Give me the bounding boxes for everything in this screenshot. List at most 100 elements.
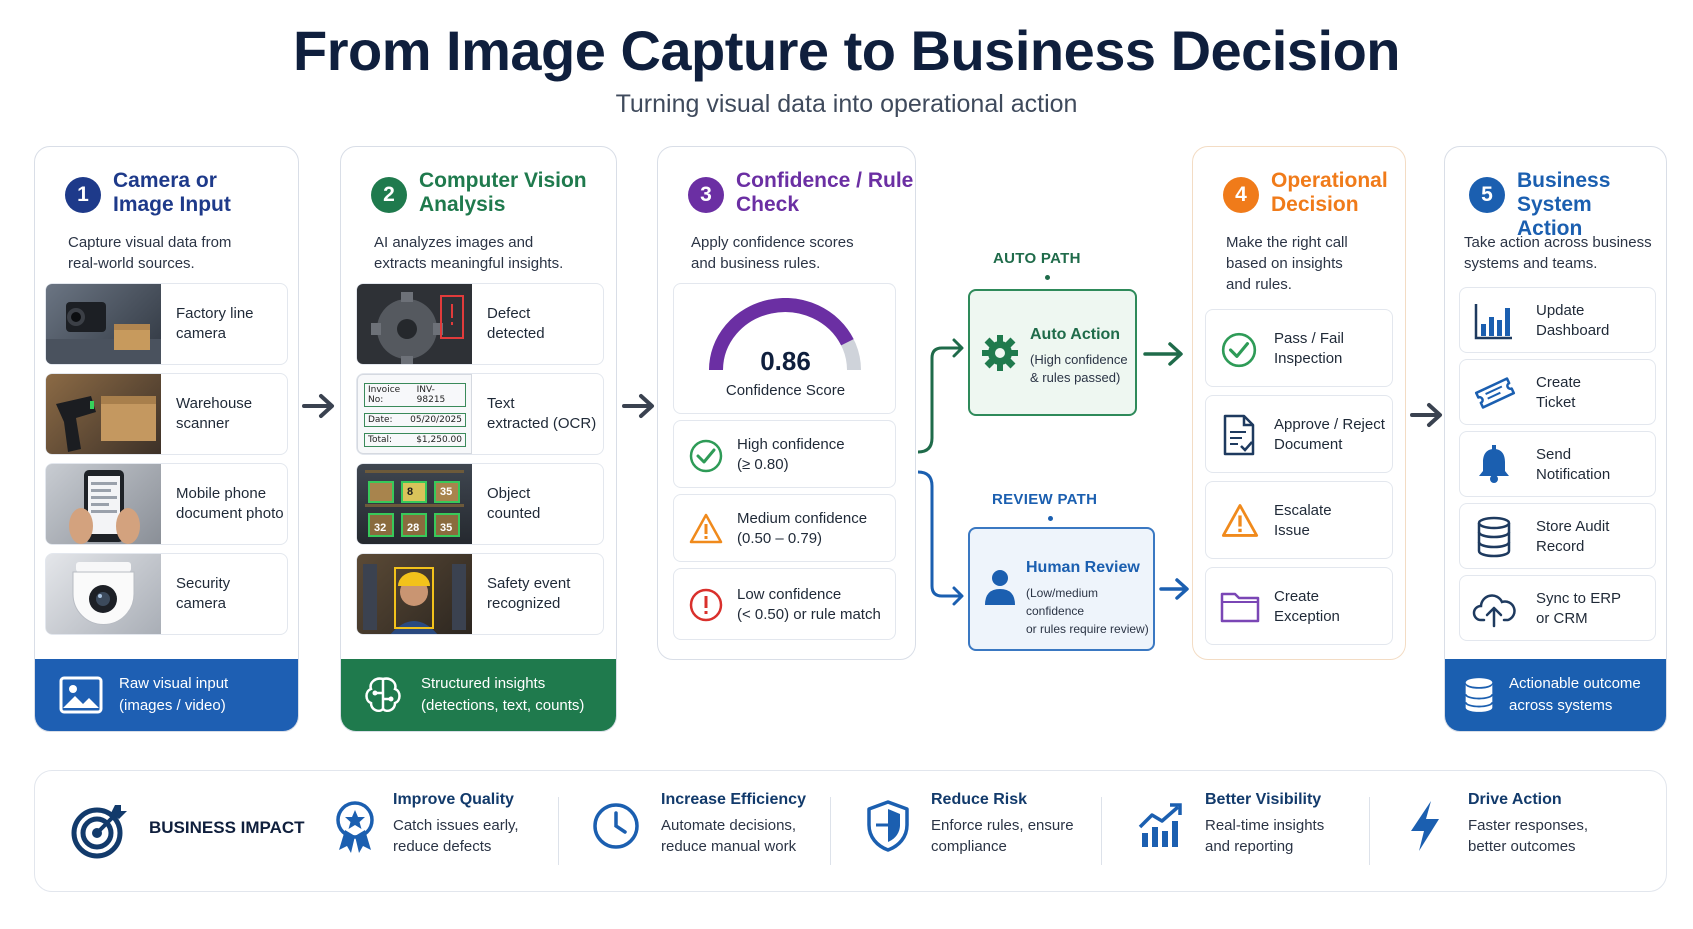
pass-fail-label: Pass / Fail Inspection bbox=[1274, 330, 1345, 367]
input-warehouse-scanner[interactable]: Warehouse scanner bbox=[45, 373, 288, 455]
step4-header: 4 Operational Decision bbox=[1223, 169, 1388, 217]
decision-escalate[interactable]: Escalate Issue bbox=[1205, 481, 1393, 559]
person-icon bbox=[985, 570, 1015, 605]
page-subtitle: Turning visual data into operational act… bbox=[615, 90, 1078, 118]
step4-title: Operational Decision bbox=[1271, 169, 1388, 216]
ocr-invoice-key: Invoice No: bbox=[368, 385, 401, 405]
count-badge: 35 bbox=[440, 486, 453, 498]
ocr-document: Invoice No:INV-98215 Date:05/20/2025 Tot… bbox=[357, 374, 472, 454]
error-circle-icon bbox=[689, 588, 723, 622]
impact-risk: Reduce Risk Enforce rules, ensure compli… bbox=[931, 791, 1074, 857]
action-store-audit[interactable]: Store Audit Record bbox=[1459, 503, 1656, 569]
impact-efficiency-title: Increase Efficiency bbox=[661, 791, 806, 808]
step1-banner-text: Raw visual input (images / video) bbox=[119, 675, 229, 714]
mobile-photo-image bbox=[46, 464, 161, 544]
input-security-camera[interactable]: Security camera bbox=[45, 553, 288, 635]
step1-description: Capture visual data from real-world sour… bbox=[68, 234, 232, 272]
image-icon bbox=[59, 676, 103, 714]
step1-number: 1 bbox=[65, 177, 101, 213]
count-badge: 28 bbox=[407, 522, 420, 534]
gear-icon bbox=[982, 335, 1018, 371]
step3-header: 3 Confidence / Rule Check bbox=[688, 169, 913, 217]
step3-column: 3 Confidence / Rule Check Apply confiden… bbox=[657, 146, 916, 660]
impact-drive-action-text: Faster responses, better outcomes bbox=[1468, 817, 1589, 855]
warning-icon bbox=[689, 513, 723, 544]
step1-header: 1 Camera or Image Input bbox=[65, 169, 231, 217]
count-badge: 32 bbox=[374, 522, 387, 534]
arrow-auto-to-step4 bbox=[1143, 342, 1183, 366]
human-review-box[interactable]: Human Review (Low/medium confidence or r… bbox=[968, 527, 1155, 651]
confidence-medium[interactable]: Medium confidence (0.50 – 0.79) bbox=[673, 494, 896, 562]
confidence-gauge-card: 0.86 Confidence Score bbox=[673, 283, 896, 414]
impact-divider bbox=[1101, 797, 1102, 865]
decision-approve-reject[interactable]: Approve / Reject Document bbox=[1205, 395, 1393, 473]
award-icon bbox=[336, 801, 374, 853]
check-circle-icon bbox=[1221, 332, 1257, 368]
insight-defect[interactable]: Defect detected bbox=[356, 283, 604, 365]
warehouse-scanner-label: Warehouse scanner bbox=[176, 395, 253, 432]
impact-visibility: Better Visibility Real-time insights and… bbox=[1205, 791, 1324, 857]
action-sync-erp[interactable]: Sync to ERP or CRM bbox=[1459, 575, 1656, 641]
confidence-high-label: High confidence (≥ 0.80) bbox=[737, 436, 845, 473]
escalate-label: Escalate Issue bbox=[1274, 502, 1332, 539]
bell-icon bbox=[1479, 445, 1509, 483]
lightning-icon bbox=[1411, 801, 1439, 851]
auto-action-box[interactable]: Auto Action (High confidence & rules pas… bbox=[968, 289, 1137, 416]
step5-banner-text: Actionable outcome across systems bbox=[1509, 675, 1641, 714]
impact-quality-title: Improve Quality bbox=[393, 791, 514, 808]
document-check-icon bbox=[1223, 414, 1255, 456]
human-review-subtitle: (Low/medium confidence or rules require … bbox=[1026, 586, 1149, 636]
auto-action-subtitle: (High confidence & rules passed) bbox=[1030, 352, 1128, 385]
confidence-high[interactable]: High confidence (≥ 0.80) bbox=[673, 420, 896, 488]
impact-divider bbox=[1369, 797, 1370, 865]
impact-efficiency-text: Automate decisions, reduce manual work bbox=[661, 817, 797, 855]
step2-header: 2 Computer Vision Analysis bbox=[371, 169, 587, 217]
confidence-low[interactable]: Low confidence (< 0.50) or rule match bbox=[673, 568, 896, 640]
action-send-notification[interactable]: Send Notification bbox=[1459, 431, 1656, 497]
store-audit-label: Store Audit Record bbox=[1536, 518, 1610, 555]
mobile-photo-label: Mobile phone document photo bbox=[176, 485, 284, 522]
step1-banner: Raw visual input (images / video) bbox=[35, 659, 298, 731]
object-count-image: 8 35 32 28 35 bbox=[357, 464, 472, 544]
impact-risk-title: Reduce Risk bbox=[931, 791, 1028, 808]
ocr-invoice-value: INV-98215 bbox=[416, 385, 446, 405]
impact-quality-text: Catch issues early, reduce defects bbox=[393, 817, 519, 855]
step5-title: Business System Action bbox=[1517, 169, 1611, 240]
human-review-title: Human Review bbox=[1026, 559, 1140, 576]
send-notification-label: Send Notification bbox=[1536, 446, 1611, 483]
step2-description: AI analyzes images and extracts meaningf… bbox=[374, 234, 564, 272]
impact-drive-action-title: Drive Action bbox=[1468, 791, 1562, 808]
insight-safety-event[interactable]: Safety event recognized bbox=[356, 553, 604, 635]
step2-title: Computer Vision Analysis bbox=[419, 169, 587, 216]
safety-event-label: Safety event recognized bbox=[487, 575, 571, 612]
auto-action-title: Auto Action bbox=[1030, 326, 1121, 343]
cloud-upload-icon bbox=[1472, 594, 1516, 628]
step2-banner: Structured insights (detections, text, c… bbox=[341, 659, 616, 731]
arrow-step1-to-step2 bbox=[302, 394, 334, 418]
impact-divider bbox=[558, 797, 559, 865]
step5-number: 5 bbox=[1469, 177, 1505, 213]
input-factory-camera[interactable]: Factory line camera bbox=[45, 283, 288, 365]
step1-column: 1 Camera or Image Input Capture visual d… bbox=[34, 146, 299, 732]
gauge-fill bbox=[709, 298, 854, 371]
decision-exception[interactable]: Create Exception bbox=[1205, 567, 1393, 645]
decision-pass-fail[interactable]: Pass / Fail Inspection bbox=[1205, 309, 1393, 387]
confidence-low-label: Low confidence (< 0.50) or rule match bbox=[737, 586, 881, 623]
action-update-dashboard[interactable]: Update Dashboard bbox=[1459, 287, 1656, 353]
defect-label: Defect detected bbox=[487, 305, 545, 342]
auto-path-label: AUTO PATH bbox=[993, 250, 1081, 267]
count-badge: 8 bbox=[407, 486, 414, 498]
step3-number: 3 bbox=[688, 177, 724, 213]
action-create-ticket[interactable]: Create Ticket bbox=[1459, 359, 1656, 425]
input-mobile-photo[interactable]: Mobile phone document photo bbox=[45, 463, 288, 545]
insight-ocr[interactable]: Invoice No:INV-98215 Date:05/20/2025 Tot… bbox=[356, 373, 604, 455]
folder-icon bbox=[1220, 592, 1260, 623]
step5-column: 5 Business System Action Take action acr… bbox=[1444, 146, 1667, 732]
insight-object-count[interactable]: 8 35 32 28 35 Object counted bbox=[356, 463, 604, 545]
step2-column: 2 Computer Vision Analysis AI analyzes i… bbox=[340, 146, 617, 732]
security-camera-image bbox=[46, 554, 161, 634]
object-count-badges: 8 35 32 28 35 bbox=[357, 464, 472, 544]
review-path-label: REVIEW PATH bbox=[992, 491, 1098, 508]
count-badge: 35 bbox=[440, 522, 453, 534]
target-icon bbox=[71, 805, 127, 859]
